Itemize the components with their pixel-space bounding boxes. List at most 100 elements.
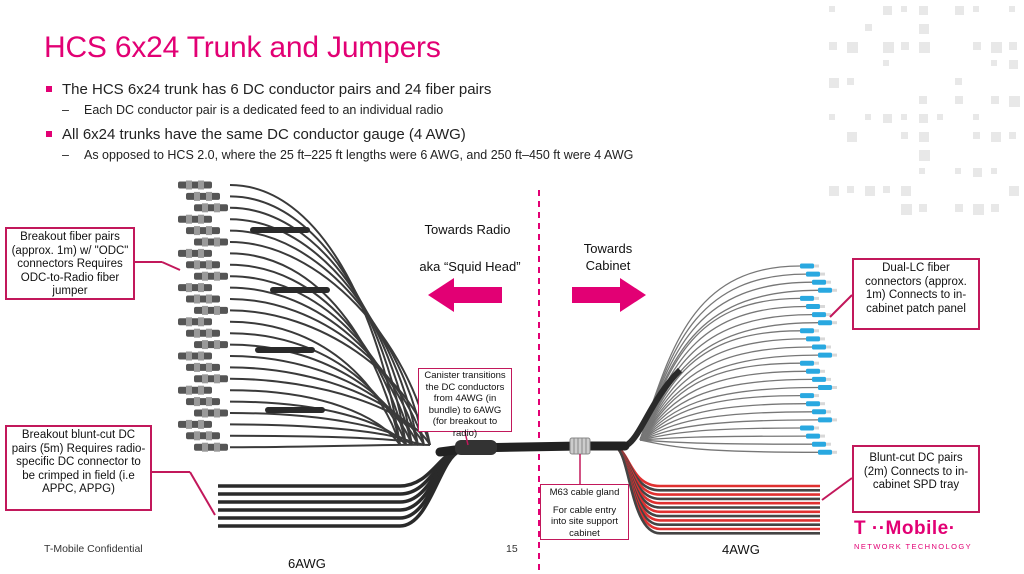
odc-connector-ring [206, 397, 212, 406]
fiber-strand [640, 440, 812, 444]
lc-connector-tip [814, 362, 819, 365]
odc-connector [194, 239, 228, 246]
odc-connector-ring [206, 431, 212, 440]
lc-connector-tip [820, 273, 825, 276]
odc-connector-ring [214, 340, 220, 349]
towards-radio-label: Towards Radio [410, 222, 525, 237]
odc-connector-ring [206, 363, 212, 372]
fiber-breakout-right [625, 264, 837, 455]
odc-connector-ring [202, 306, 208, 315]
towards-cabinet-label: Towards Cabinet [575, 240, 641, 274]
odc-connector-ring [214, 238, 220, 247]
odc-connector-ring [198, 249, 204, 258]
lc-connector-tip [814, 394, 819, 397]
lc-connector-tip [820, 435, 825, 438]
lc-connector-tip [814, 329, 819, 332]
lc-connector [818, 320, 832, 325]
odc-connector-ring [214, 272, 220, 281]
leader-line [830, 295, 852, 317]
callout-cable-gland: M63 cable gland For cable entry into sit… [540, 484, 629, 540]
lc-connector [812, 409, 826, 414]
odc-connector [178, 353, 212, 360]
fiber-strand [640, 282, 812, 440]
lc-connector [818, 417, 832, 422]
odc-connector-ring [206, 192, 212, 201]
lc-connector-tip [820, 337, 825, 340]
odc-connector-ring [214, 374, 220, 383]
gland-title: M63 cable gland [544, 487, 625, 499]
lc-connector-tip [826, 346, 831, 349]
odc-connector-ring [194, 295, 200, 304]
odc-connector [194, 273, 228, 280]
odc-connector-ring [186, 283, 192, 292]
odc-connector-ring [206, 260, 212, 269]
fiber-breakout-left [178, 181, 430, 452]
odc-connector [178, 182, 212, 189]
gauge-label-right: 4AWG [722, 542, 756, 557]
lc-connector-tip [826, 378, 831, 381]
odc-connector-ring [214, 306, 220, 315]
odc-connector-ring [202, 374, 208, 383]
odc-connector [186, 296, 220, 303]
logo-brand: T ··Mobile· [854, 518, 956, 540]
fiber-strand [640, 396, 800, 440]
odc-connector [186, 227, 220, 234]
gland-desc: For cable entry into site support cabine… [544, 505, 625, 540]
odc-connector-ring [198, 352, 204, 361]
odc-connector-ring [202, 409, 208, 418]
fiber-strand [230, 424, 418, 445]
odc-connector-ring [186, 352, 192, 361]
lc-connector [806, 434, 820, 439]
lc-connector-tip [826, 281, 831, 284]
odc-connector-ring [194, 397, 200, 406]
lc-connector [800, 361, 814, 366]
odc-connector-ring [198, 317, 204, 326]
callout-canister: Canister transitions the DC conductors f… [418, 368, 512, 432]
lc-connector [800, 393, 814, 398]
odc-connector-ring [194, 260, 200, 269]
lc-connector [806, 369, 820, 374]
odc-connector [186, 330, 220, 337]
lc-connector [806, 272, 820, 277]
odc-connector [194, 204, 228, 211]
logo-subtitle: NETWORK TECHNOLOGY [854, 542, 972, 551]
lc-connector [800, 296, 814, 301]
odc-connector [178, 284, 212, 291]
odc-connector-ring [186, 249, 192, 258]
odc-connector-ring [186, 215, 192, 224]
lc-connector [818, 288, 832, 293]
lc-connector [812, 377, 826, 382]
lc-connector [800, 264, 814, 269]
odc-connector [186, 432, 220, 439]
dc-conductor [218, 449, 460, 486]
odc-connector-ring [206, 226, 212, 235]
odc-connector-ring [194, 192, 200, 201]
fiber-strand [640, 436, 806, 440]
odc-connector-ring [202, 203, 208, 212]
odc-connector-ring [214, 443, 220, 452]
odc-connector-ring [186, 181, 192, 190]
fiber-strand [640, 298, 800, 440]
odc-connector [194, 341, 228, 348]
squid-head-label: aka “Squid Head” [400, 259, 540, 274]
callout-breakout-fiber: Breakout fiber pairs (approx. 1m) w/ "OD… [5, 227, 135, 300]
dc-breakout-left [218, 449, 460, 526]
lc-connector-tip [826, 410, 831, 413]
callout-blunt-cut-dc: Blunt-cut DC pairs (2m) Connects to in-c… [852, 445, 980, 513]
odc-connector-ring [206, 329, 212, 338]
t-mobile-logo: T ··Mobile· NETWORK TECHNOLOGY [854, 518, 984, 558]
arrow-left-icon [428, 278, 502, 312]
lc-connector [800, 426, 814, 431]
odc-connector [186, 261, 220, 268]
odc-connector [186, 364, 220, 371]
lc-connector-tip [814, 427, 819, 430]
lc-connector [806, 336, 820, 341]
lc-connector-tip [832, 321, 837, 324]
odc-connector [194, 375, 228, 382]
lc-connector-tip [832, 289, 837, 292]
odc-connector [178, 216, 212, 223]
fiber-strand [230, 445, 430, 448]
lc-connector [812, 442, 826, 447]
lc-connector-tip [826, 443, 831, 446]
